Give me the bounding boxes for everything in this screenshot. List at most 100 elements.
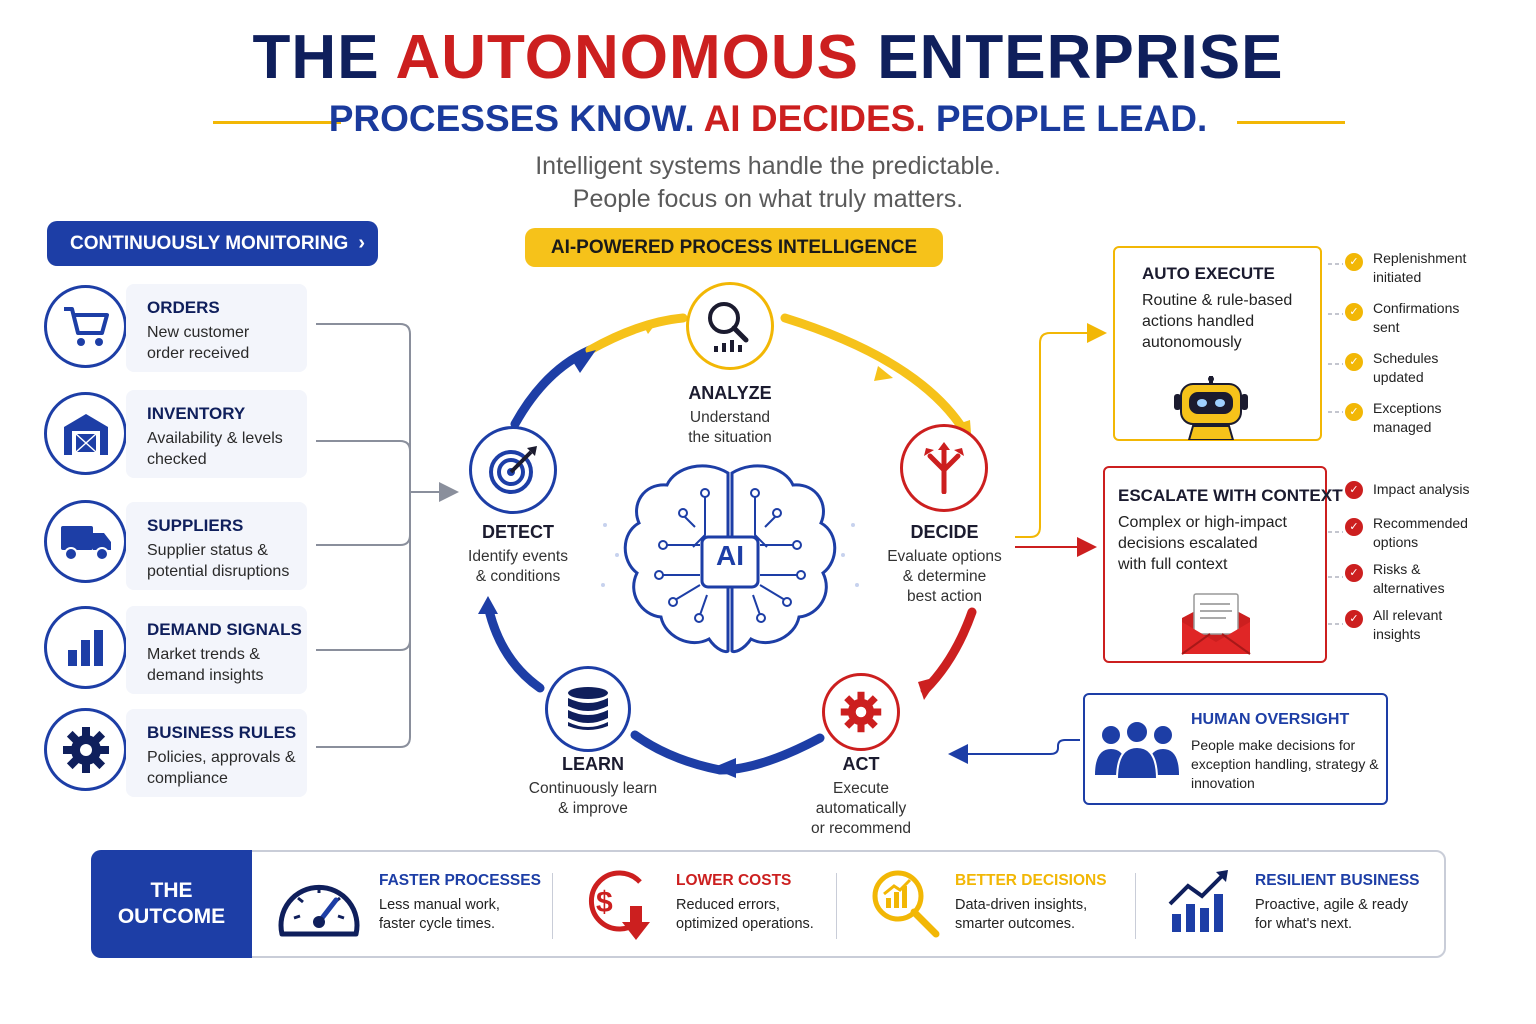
check-icon: ✓	[1345, 564, 1363, 582]
gear-icon	[822, 673, 900, 751]
escalate-line3: with full context	[1118, 556, 1228, 573]
escalate-line1: Complex or high-impact	[1118, 514, 1287, 531]
oversight-text: People make decisions for exception hand…	[1191, 737, 1379, 791]
check-icon: ✓	[1345, 481, 1363, 499]
monitor-card-line2: compliance	[147, 770, 228, 787]
cart-icon	[44, 285, 127, 368]
check-line1: Recommended	[1373, 515, 1468, 531]
auto-execute-title: AUTO EXECUTE	[1142, 264, 1275, 283]
monitor-card-title: BUSINESS RULES	[147, 723, 297, 742]
check-line1: Confirmations	[1373, 300, 1460, 316]
monitor-card-inventory: INVENTORY Availability & levels checked	[126, 390, 307, 478]
arrowhead-gold-1	[642, 318, 660, 334]
check-line1: Risks &	[1373, 561, 1421, 577]
monitor-card-orders: ORDERS New customer order received	[126, 284, 307, 372]
outcome-label: THE OUTCOME	[91, 850, 252, 958]
monitor-card-title: ORDERS	[147, 298, 220, 317]
monitor-card-business-rules: BUSINESS RULES Policies, approvals & com…	[126, 709, 307, 797]
arrowhead-to-learn	[712, 758, 736, 778]
monitor-card-line1: New customer	[147, 324, 250, 341]
outcome-title: RESILIENT BUSINESS	[1255, 872, 1420, 889]
people-group-icon	[1095, 721, 1179, 779]
check-item: ✓Impact analysis	[1345, 480, 1469, 499]
outcome-resilient-business: RESILIENT BUSINESS Proactive, agile & re…	[1255, 872, 1435, 934]
check-item: ✓Risks &alternatives	[1345, 560, 1469, 598]
escalate-box: ESCALATE WITH CONTEXT Complex or high-im…	[1103, 466, 1342, 663]
node-decide: DECIDE Evaluate options & determine best…	[872, 522, 1017, 607]
node-title: ANALYZE	[688, 383, 772, 403]
monitor-card-line1: Availability & levels	[147, 430, 283, 447]
check-icon: ✓	[1345, 353, 1363, 371]
outcome-divider	[836, 873, 837, 939]
ai-pill-label: AI-POWERED PROCESS INTELLIGENCE	[550, 236, 918, 258]
outcome-line1: Data-driven insights,	[955, 897, 1088, 913]
arrowhead-to-analyze	[570, 350, 596, 373]
oversight-title: HUMAN OVERSIGHT	[1191, 711, 1350, 728]
node-title: DETECT	[482, 522, 554, 542]
monitoring-pill[interactable]: CONTINUOUSLY MONITORING ›	[47, 221, 378, 266]
check-line1: Schedules	[1373, 350, 1439, 366]
tagline-rule-right	[1237, 121, 1345, 124]
database-icon	[545, 666, 631, 752]
tagline-part-3: PEOPLE LEAD.	[935, 98, 1208, 139]
human-oversight-box: HUMAN OVERSIGHT People make decisions fo…	[1083, 693, 1388, 805]
check-icon: ✓	[1345, 253, 1363, 271]
growth-chart-icon	[1168, 870, 1228, 932]
monitoring-bracket	[316, 323, 459, 748]
node-line1: Evaluate options	[887, 548, 1002, 565]
node-line2: automatically	[815, 800, 907, 817]
node-line1: Understand	[689, 409, 771, 426]
monitoring-label: CONTINUOUSLY MONITORING	[70, 232, 349, 254]
right-connectors	[948, 323, 1107, 764]
outcome-divider	[1135, 873, 1136, 939]
checklist-leaders	[1328, 263, 1343, 625]
warehouse-icon	[44, 392, 127, 475]
tagline: PROCESSES KNOW. AI DECIDES. PEOPLE LEAD.	[0, 98, 1536, 140]
tagline-rule-left	[213, 121, 341, 124]
arrowhead-to-detect	[478, 596, 498, 614]
check-item: ✓ Schedules updated	[1345, 349, 1466, 387]
check-icon: ✓	[1345, 518, 1363, 536]
node-title: ACT	[842, 754, 880, 774]
arrowhead-gold-2	[874, 366, 893, 381]
monitor-card-line2: checked	[147, 451, 207, 468]
tagline-part-1: PROCESSES KNOW.	[328, 98, 695, 139]
outcome-text: Less manual work,faster cycle times.	[379, 896, 544, 934]
title-part-1: THE	[252, 23, 380, 92]
page-title: THE AUTONOMOUS ENTERPRISE	[0, 22, 1536, 93]
gear-icon	[44, 708, 127, 791]
outcome-text: Reduced errors,optimized operations.	[676, 896, 836, 934]
arc-learn-detect	[483, 601, 545, 693]
monitor-card-title: INVENTORY	[147, 404, 246, 423]
arc-learn-act	[630, 730, 725, 775]
outcome-label-line1: THE	[150, 879, 193, 902]
bar-chart-icon	[44, 606, 127, 689]
ai-core-label: AI	[716, 540, 744, 571]
check-icon: ✓	[1345, 403, 1363, 421]
outcome-divider	[552, 873, 553, 939]
outcome-line1: Reduced errors,	[676, 897, 780, 913]
monitor-card-title: DEMAND SIGNALS	[147, 620, 302, 639]
truck-icon	[44, 500, 127, 583]
check-line1: Replenishment	[1373, 250, 1467, 266]
check-line2: sent	[1373, 319, 1400, 335]
envelope-document-icon	[1181, 593, 1251, 655]
check-line2: managed	[1373, 419, 1432, 435]
node-detect: DETECT Identify events & conditions	[452, 522, 584, 587]
check-icon: ✓	[1345, 303, 1363, 321]
auto-execute-line1: Routine & rule-based	[1142, 292, 1293, 309]
outcome-faster-processes: FASTER PROCESSES Less manual work,faster…	[379, 872, 544, 934]
node-learn: LEARN Continuously learn & improve	[508, 754, 678, 819]
speedometer-icon	[278, 884, 360, 937]
check-line1: All relevant	[1373, 607, 1443, 623]
node-line2: & determine	[902, 568, 987, 585]
dollar-down-icon: $	[589, 870, 650, 940]
node-title: LEARN	[562, 754, 624, 774]
check-line2: updated	[1373, 369, 1424, 385]
outcome-line1: Less manual work,	[379, 897, 500, 913]
check-line2: initiated	[1373, 269, 1422, 285]
target-icon	[469, 426, 557, 514]
outcome-lower-costs: LOWER COSTS Reduced errors,optimized ope…	[676, 872, 836, 934]
